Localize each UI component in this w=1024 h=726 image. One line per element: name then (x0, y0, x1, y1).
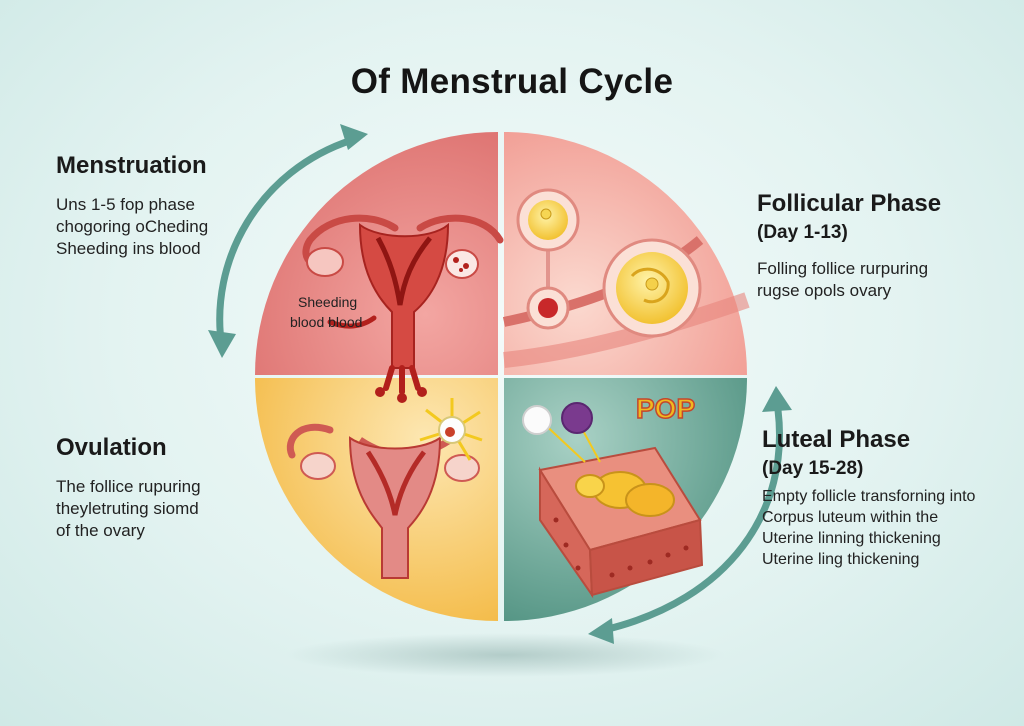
shedding-label-1: Sheeding (298, 294, 357, 310)
ovulation-line-2: theyletruting siomd (56, 499, 199, 518)
luteal-heading: Luteal Phase (762, 426, 911, 453)
luteal-description: Luteal Phase (Day 15-28) Empty follicle … (762, 426, 1024, 570)
luteal-line-3: Uterine linning thickening (762, 530, 941, 547)
follicular-line-1: Folling follice rurpuring (757, 259, 929, 278)
luteal-illustration: POP (522, 392, 704, 599)
luteal-line-4: Uterine ling thickening (762, 551, 920, 568)
page-title: Of Menstrual Cycle (350, 62, 674, 101)
circle-shadow (285, 633, 725, 677)
follicular-description: Follicular Phase (Day 1-13) Folling foll… (757, 190, 1007, 302)
lower-right-arrow-path (600, 406, 783, 634)
upper-left-arrowhead-top (340, 124, 368, 150)
menstruation-line-3: Sheeding ins blood (56, 239, 201, 258)
menstruation-line-2: chogoring oCheding (56, 217, 209, 236)
lower-right-arrowhead-bottom (588, 618, 614, 644)
ovulation-heading: Ovulation (56, 434, 167, 461)
upper-left-arrowhead-bottom (208, 330, 236, 358)
ovulation-line-1: The follice rupuring (56, 477, 201, 496)
uterus-shedding-illustration: Sheeding blood blood (290, 214, 504, 403)
ovulation-line-3: of the ovary (56, 521, 145, 540)
menstruation-heading: Menstruation (56, 152, 207, 179)
ovulation-illustration (286, 398, 483, 579)
luteal-line-2: Corpus luteum within the (762, 509, 939, 526)
shedding-label-2: blood blood (290, 314, 362, 330)
follicular-days: (Day 1-13) (757, 222, 848, 243)
pop-label: POP (636, 393, 695, 424)
luteal-line-1: Empty follicle transforning into (762, 488, 976, 505)
follicles-illustration (502, 188, 750, 368)
cycle-arrows (216, 136, 783, 634)
luteal-days: (Day 15-28) (762, 458, 864, 479)
menstruation-description: Menstruation Uns 1-5 fop phase chogoring… (56, 152, 256, 260)
follicular-line-2: rugse opols ovary (757, 281, 892, 300)
lower-right-arrowhead-top (762, 386, 792, 412)
menstruation-line-1: Uns 1-5 fop phase (56, 195, 195, 214)
upper-left-arrow-path (216, 136, 356, 352)
ovulation-description: Ovulation The follice rupuring theyletru… (56, 434, 266, 542)
follicular-heading: Follicular Phase (757, 190, 942, 217)
